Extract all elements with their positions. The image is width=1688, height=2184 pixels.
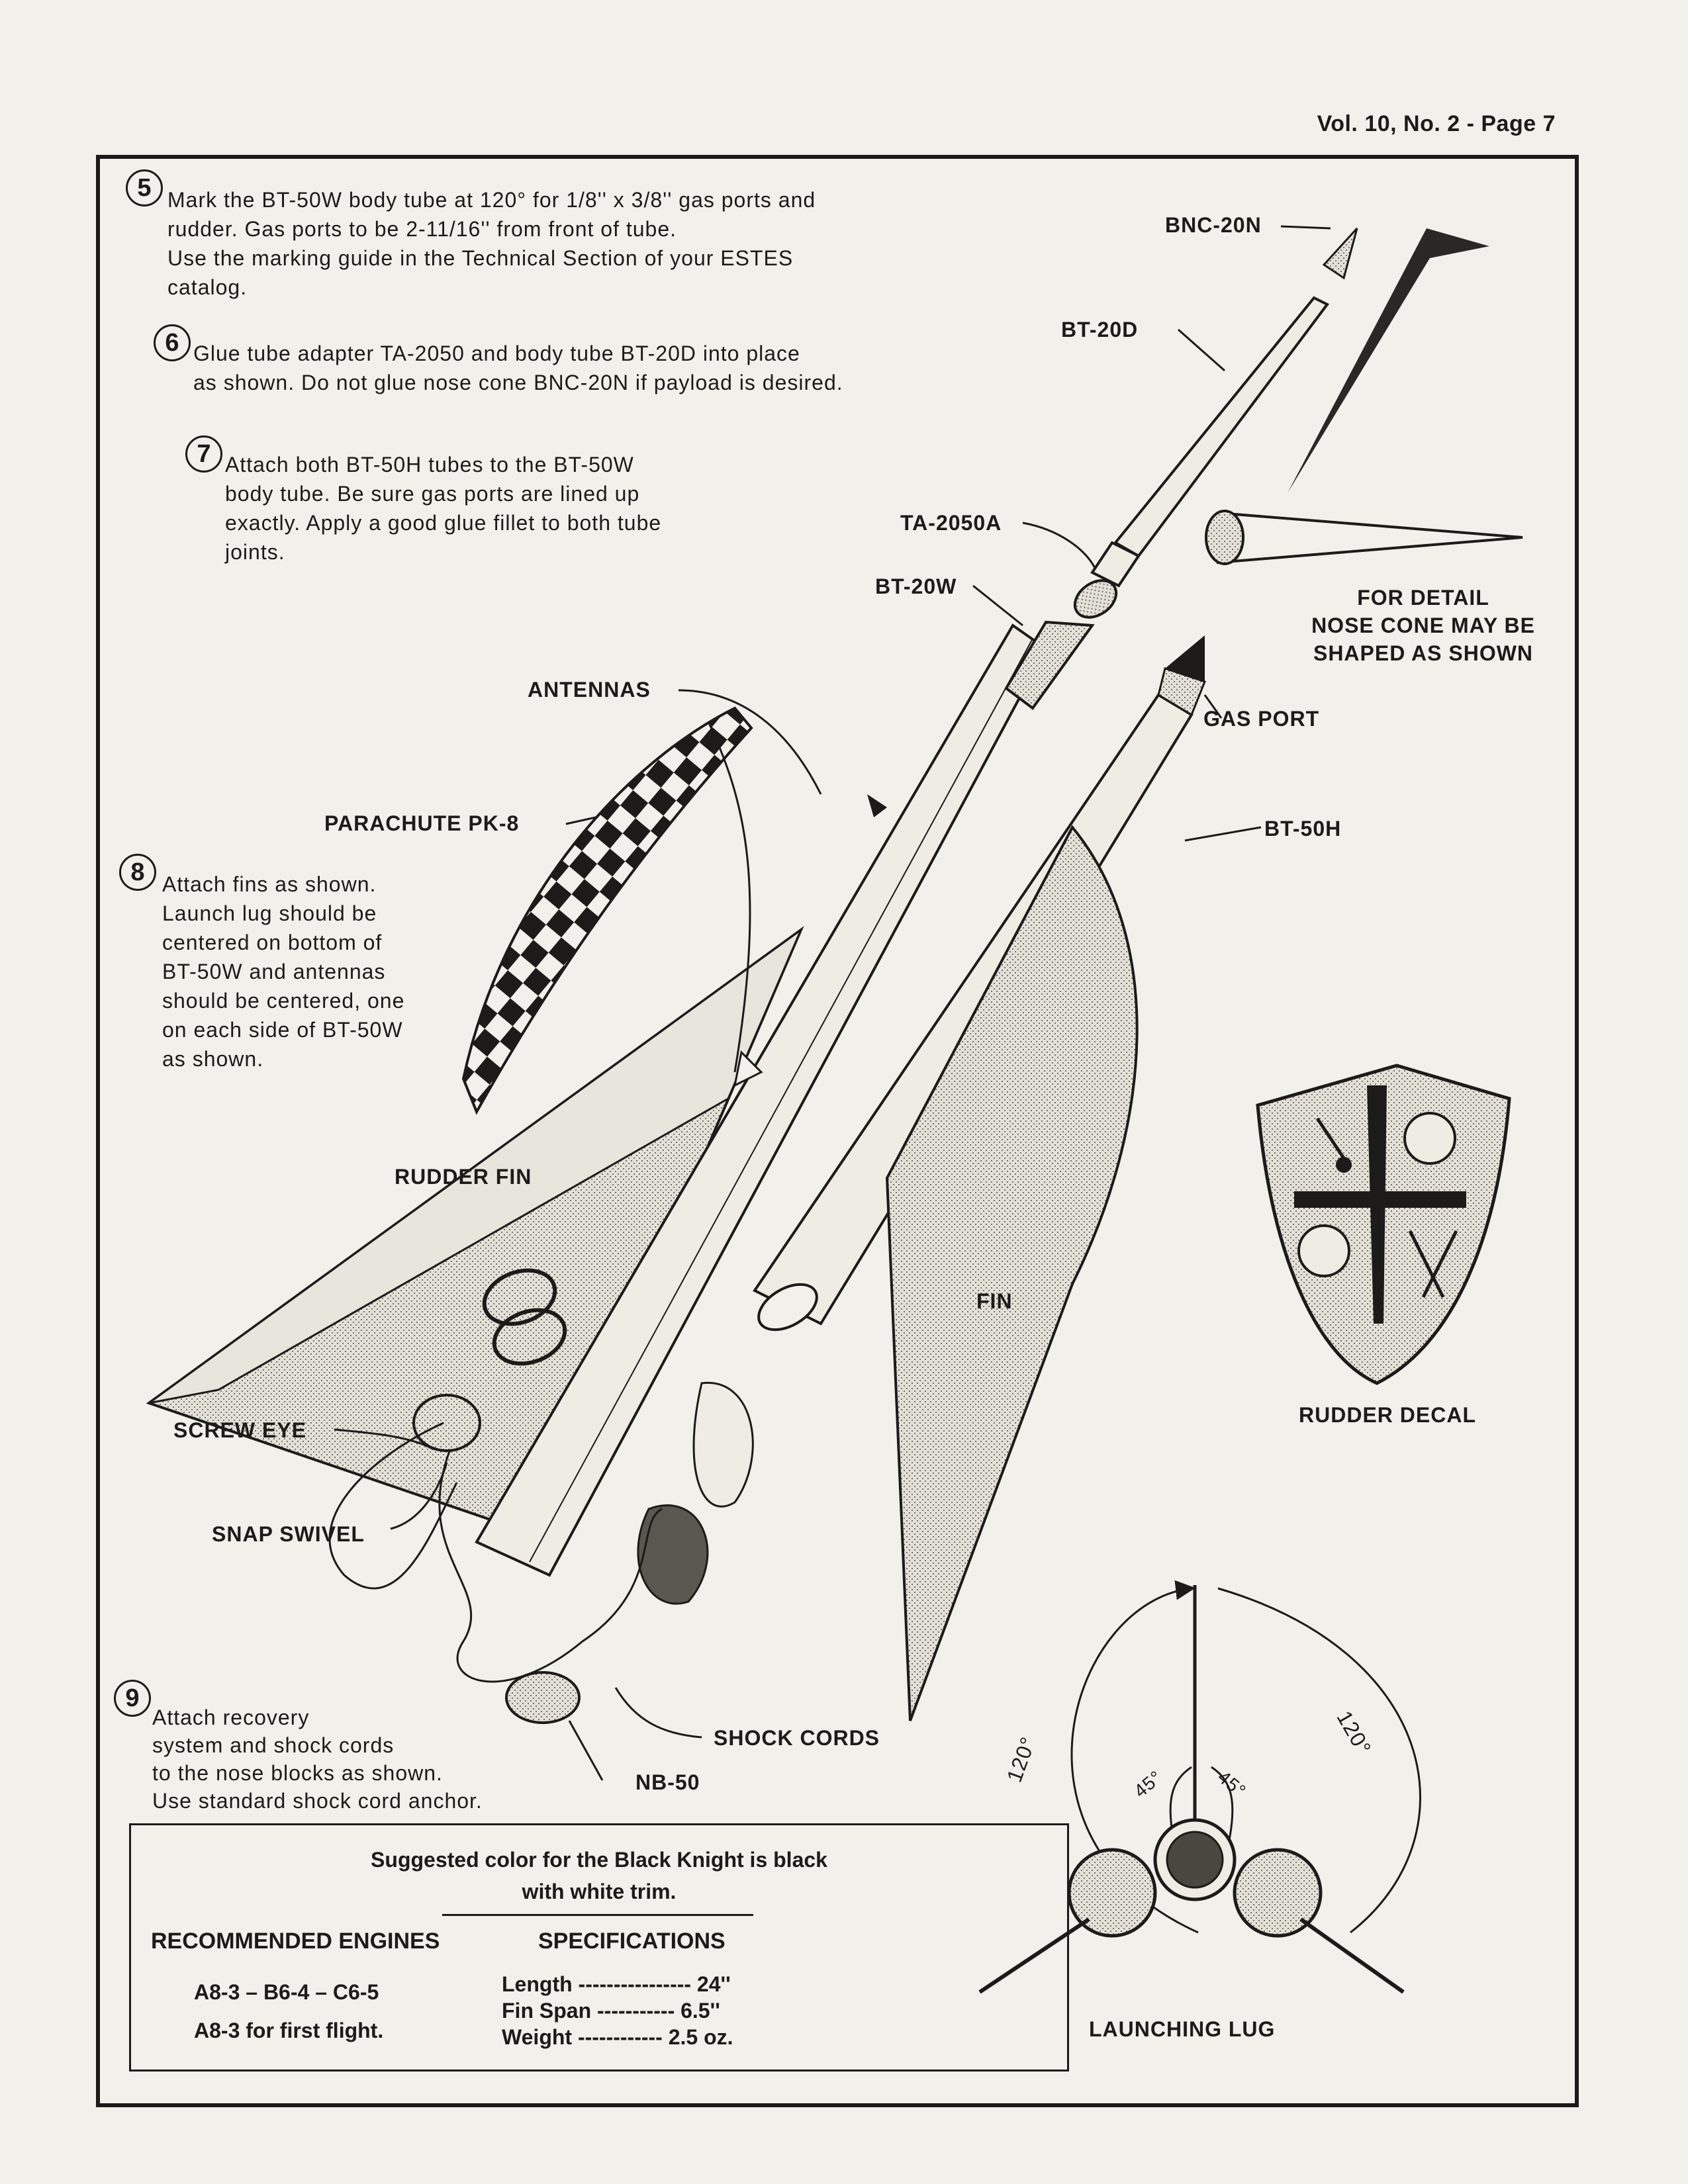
spec-label: Fin Span: [502, 1999, 592, 2023]
spec-row-fin-span: Fin Span ----------- 6.5'': [502, 1997, 733, 2024]
spec-dots: ------------: [577, 2025, 663, 2049]
step-9-number: 9: [114, 1680, 151, 1717]
label-bt-20w: BT-20W: [875, 574, 957, 598]
leader-lines: [334, 225, 1331, 1781]
spec-row-weight: Weight ------------ 2.5 oz.: [502, 2024, 733, 2050]
step-8-number: 8: [119, 854, 156, 891]
specifications-title: SPECIFICATIONS: [538, 1929, 726, 1954]
label-nb-50: NB-50: [635, 1770, 700, 1794]
step-5-line: Mark the BT-50W body tube at 120° for 1/…: [167, 188, 816, 212]
step-7-number: 7: [185, 435, 222, 473]
step-8-line: should be centered, one: [162, 989, 405, 1013]
engines-title: RECOMMENDED ENGINES: [151, 1929, 440, 1954]
label-launching-lug: LAUNCHING LUG: [1089, 2017, 1276, 2041]
screw-eye-block: [412, 1394, 481, 1452]
step-5-line: Use the marking guide in the Technical S…: [167, 246, 794, 270]
step-8-line: on each side of BT-50W: [162, 1018, 403, 1042]
instruction-frame: [96, 155, 1579, 2107]
step-9-text: Attach recovery system and shock cords t…: [152, 1704, 682, 1815]
label-parachute-pk8: PARACHUTE PK-8: [324, 811, 520, 835]
label-rudder-fin: RUDDER FIN: [395, 1165, 532, 1189]
specifications-box: Suggested color for the Black Knight is …: [129, 1823, 1069, 2071]
detail-nose-cone: [1205, 510, 1523, 565]
label-shock-cords: SHOCK CORDS: [714, 1726, 880, 1750]
launching-lug-end-view: [978, 1580, 1421, 1994]
page-number-header: Vol. 10, No. 2 - Page 7: [1317, 111, 1556, 136]
step-9-line: Use standard shock cord anchor.: [152, 1789, 483, 1813]
step-8-line: as shown.: [162, 1047, 264, 1071]
step-6-line: as shown. Do not glue nose cone BNC-20N …: [193, 371, 843, 394]
step-5-line: rudder. Gas ports to be 2-11/16'' from f…: [167, 217, 677, 241]
label-bt-20d: BT-20D: [1061, 318, 1139, 341]
shock-cords: [438, 1449, 663, 1683]
divider-rule: [442, 1914, 753, 1916]
label-gas-port: GAS PORT: [1203, 707, 1320, 731]
suggested-line: Suggested color for the Black Knight is …: [371, 1848, 827, 1872]
engines-list: A8-3 – B6-4 – C6-5: [194, 1980, 379, 2004]
spec-value: 6.5'': [680, 1999, 720, 2023]
step-8-line: Launch lug should be: [162, 901, 377, 925]
label-ta-2050a: TA-2050A: [900, 511, 1002, 535]
step-6-number: 6: [154, 324, 191, 361]
step-5-number: 5: [126, 169, 163, 206]
step-6-text: Glue tube adapter TA-2050 and body tube …: [193, 339, 1054, 397]
bt20d-tube: [1113, 296, 1330, 558]
antenna-shape: [707, 721, 751, 1073]
step-8-line: BT-50W and antennas: [162, 960, 386, 983]
parachute-canopy: [461, 706, 753, 1115]
spec-dots: -----------: [597, 1999, 675, 2023]
spec-row-length: Length ---------------- 24'': [502, 1971, 733, 1997]
label-detail-note: FOR DETAIL NOSE CONE MAY BE SHAPED AS SH…: [1281, 584, 1566, 667]
detail-line: NOSE CONE MAY BE: [1311, 614, 1535, 637]
step-7-text: Attach both BT-50H tubes to the BT-50W b…: [225, 450, 821, 567]
first-flight-engine: A8-3 for first flight.: [194, 2019, 384, 2042]
step-6-line: Glue tube adapter TA-2050 and body tube …: [193, 341, 800, 365]
label-antennas: ANTENNAS: [528, 678, 651, 702]
label-rudder-decal: RUDDER DECAL: [1299, 1403, 1476, 1427]
detail-line: FOR DETAIL: [1357, 586, 1489, 610]
step-9-line: to the nose blocks as shown.: [152, 1761, 443, 1785]
detail-line: SHAPED AS SHOWN: [1313, 641, 1534, 665]
spec-value: 24'': [696, 1972, 731, 1996]
step-7-line: exactly. Apply a good glue fillet to bot…: [225, 511, 662, 535]
step-8-line: centered on bottom of: [162, 931, 383, 954]
step-7-line: body tube. Be sure gas ports are lined u…: [225, 482, 640, 506]
spec-list: Length ---------------- 24'' Fin Span --…: [502, 1971, 733, 2050]
step-7-line: joints.: [225, 540, 285, 564]
bnc20n-nose-cone: [1322, 227, 1358, 280]
right-fin-shape: [885, 825, 1139, 1721]
step-5-text: Mark the BT-50W body tube at 120° for 1/…: [167, 185, 1028, 302]
label-screw-eye: SCREW EYE: [173, 1418, 307, 1442]
step-7-line: Attach both BT-50H tubes to the BT-50W: [225, 453, 634, 477]
spec-value: 2.5 oz.: [668, 2025, 733, 2049]
step-8-line: Attach fins as shown.: [162, 872, 377, 896]
step-9-line: system and shock cords: [152, 1733, 395, 1757]
spec-label: Weight: [502, 2025, 573, 2049]
label-bt-50h: BT-50H: [1264, 817, 1342, 841]
bt20w-tube: [1004, 620, 1095, 710]
step-5-line: catalog.: [167, 275, 248, 299]
suggested-color-note: Suggested color for the Black Knight is …: [131, 1844, 1067, 1907]
spec-label: Length: [502, 1972, 573, 1996]
rudder-decal-shield: [1256, 1064, 1511, 1385]
step-9-line: Attach recovery: [152, 1706, 310, 1729]
suggested-line: with white trim.: [522, 1880, 677, 1903]
decorative-swoosh: [1288, 228, 1489, 493]
step-8-text: Attach fins as shown. Launch lug should …: [162, 870, 493, 1073]
label-snap-swivel: SNAP SWIVEL: [212, 1522, 365, 1546]
nb50-block: [505, 1671, 581, 1724]
label-fin: FIN: [976, 1289, 1013, 1313]
spec-dots: ----------------: [578, 1972, 692, 1996]
label-bnc-20n: BNC-20N: [1165, 213, 1262, 237]
